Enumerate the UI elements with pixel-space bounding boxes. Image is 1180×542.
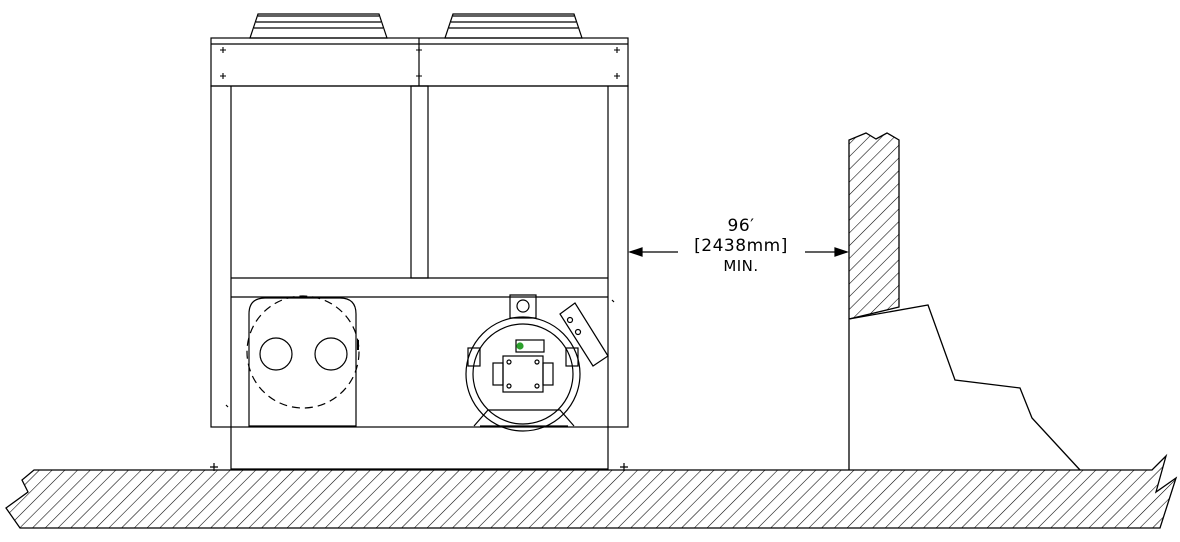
clearance-qualifier: MIN. xyxy=(723,257,759,275)
wall-obstruction xyxy=(848,132,1081,471)
clearance-label: 96′ [2438mm] MIN. xyxy=(678,216,804,276)
ground-slab xyxy=(5,453,1178,529)
condenser-fan-left xyxy=(249,13,388,39)
compressor xyxy=(465,294,609,432)
condenser-fan-right xyxy=(444,13,583,39)
clearance-value: 96′ xyxy=(727,216,755,236)
status-indicator xyxy=(516,342,524,350)
dimension-line xyxy=(628,247,849,257)
chiller-unit xyxy=(210,13,629,471)
clearance-metric: [2438mm] xyxy=(694,236,788,256)
heat-exchanger xyxy=(246,295,360,427)
